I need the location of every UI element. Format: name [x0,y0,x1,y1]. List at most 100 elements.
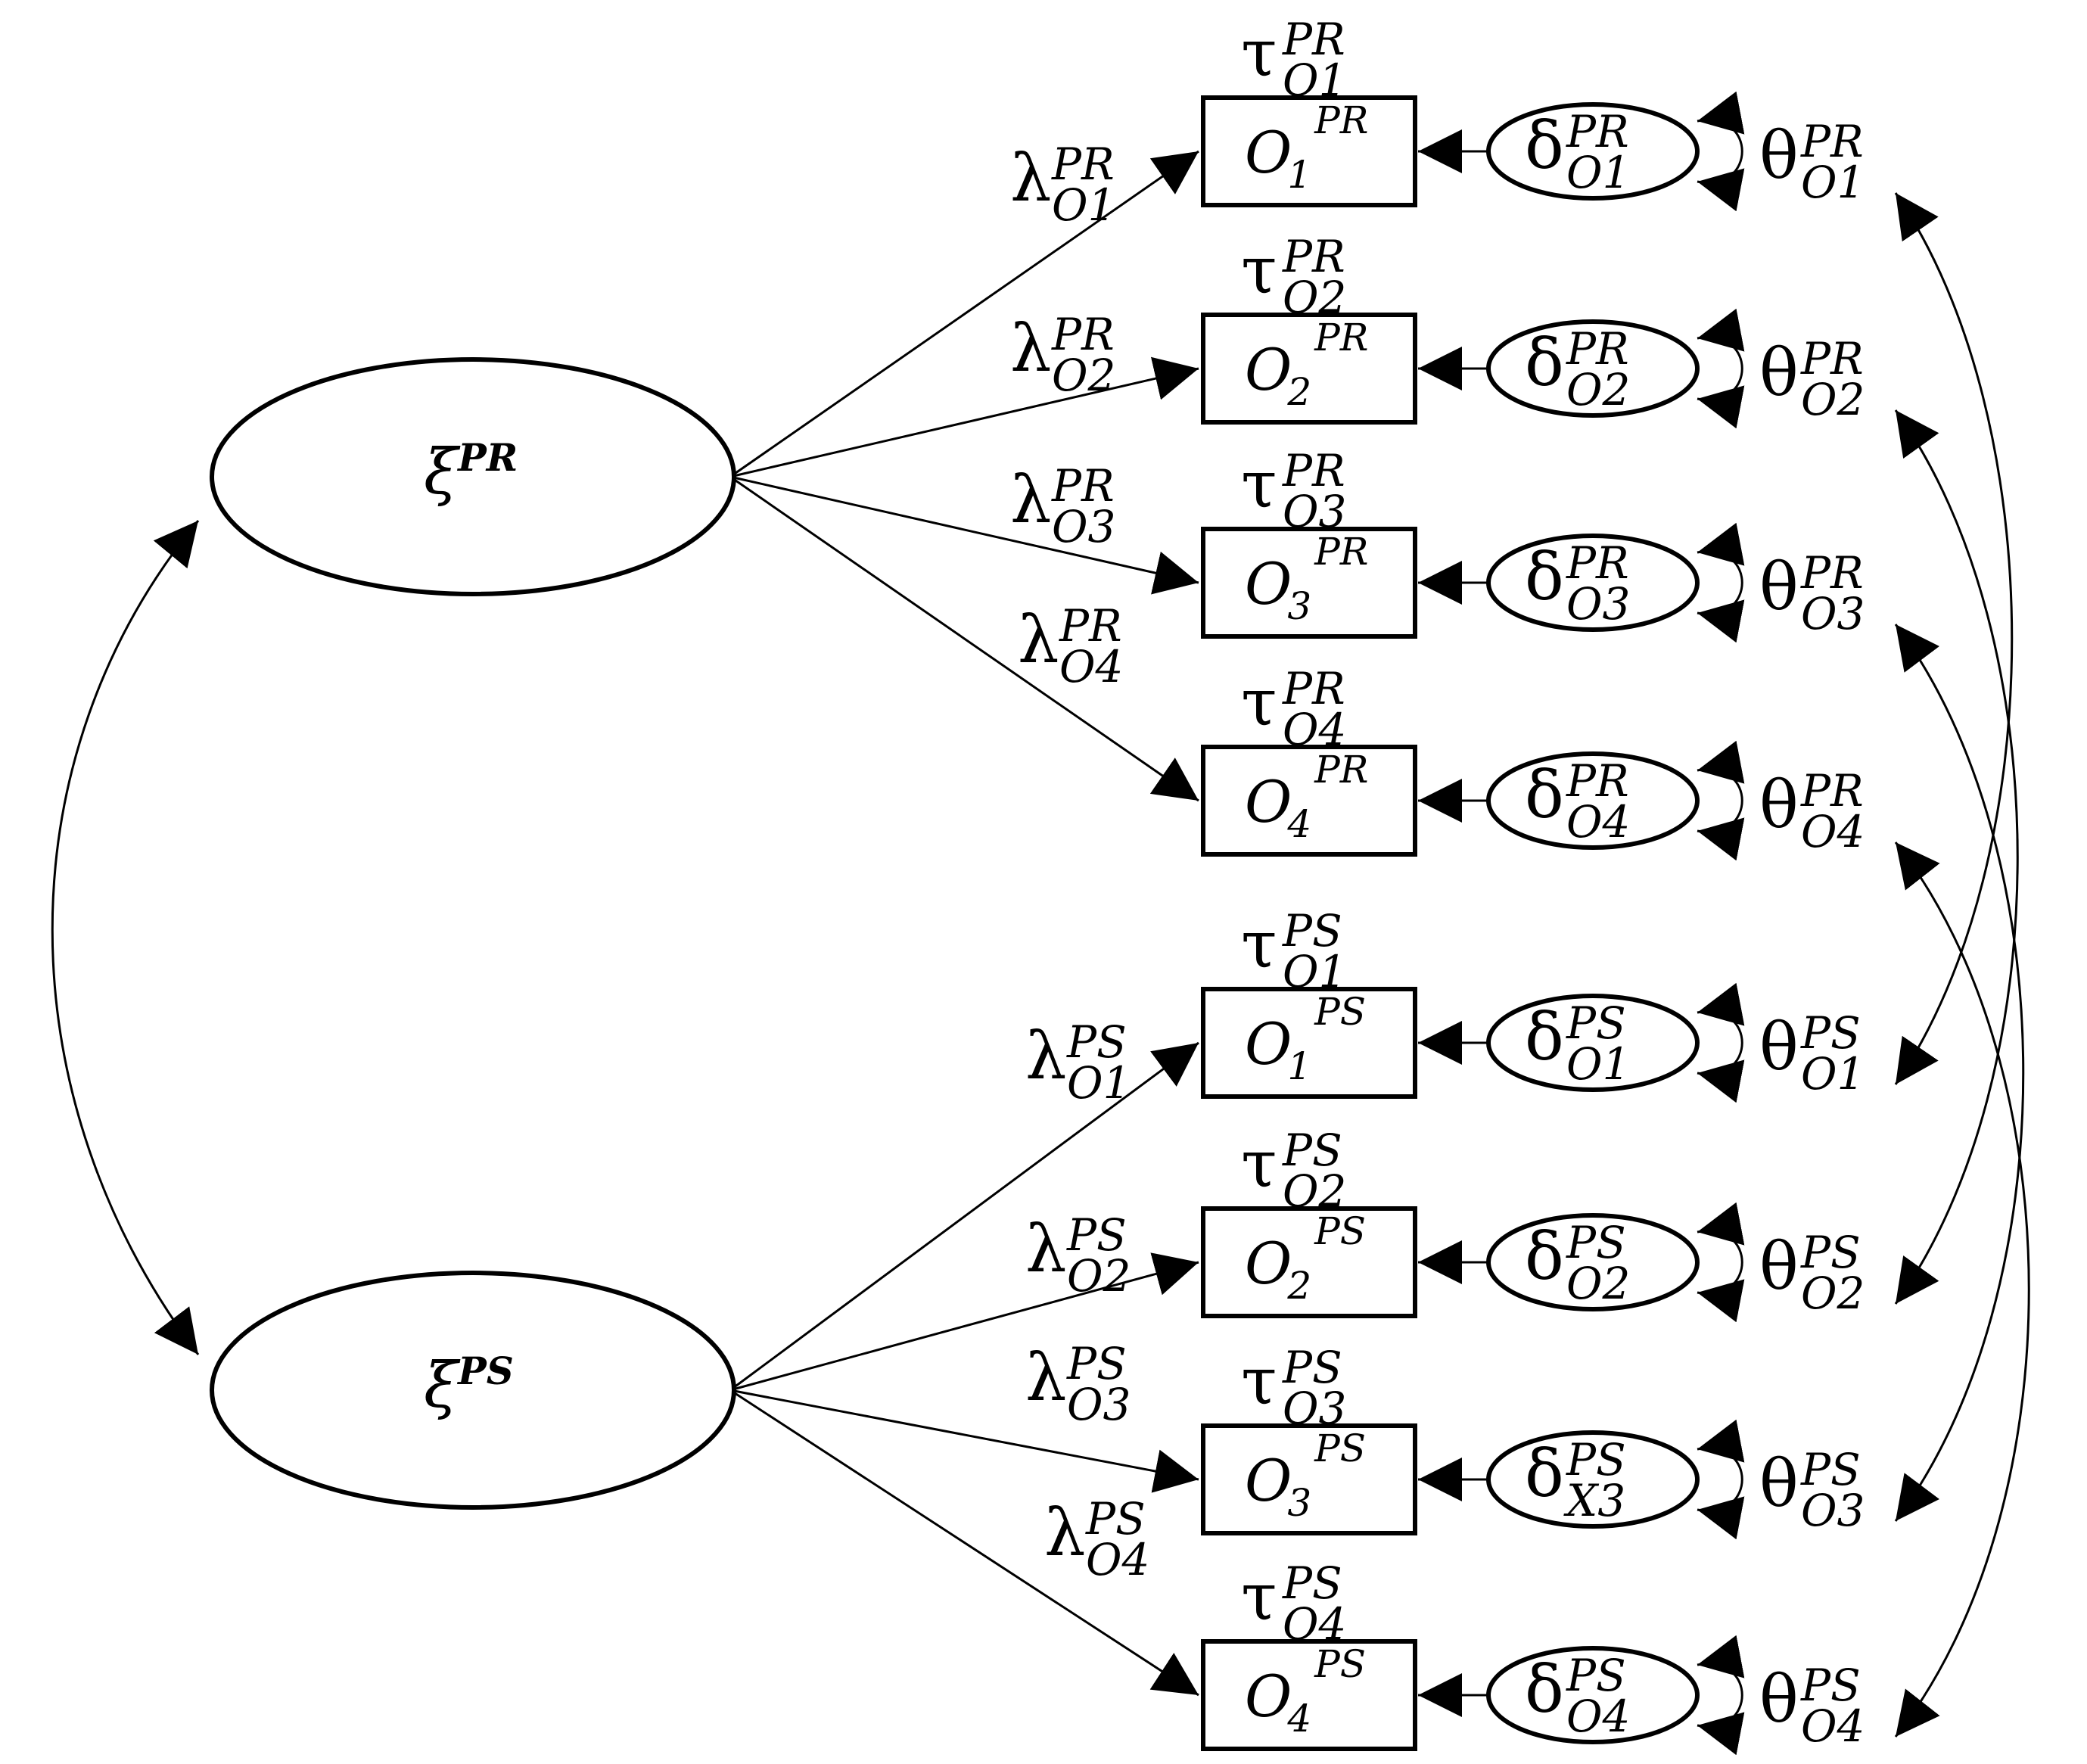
error-variance-theta-label-symbol: θ [1759,1662,1799,1738]
indicator-box [1201,527,1417,639]
error-variance-loop [1697,982,1745,1103]
error-delta-label-sub: X3 [1563,1475,1625,1526]
intercept-tau-label-sup: PR [1282,231,1345,282]
error-delta-label-sub: O2 [1566,1258,1630,1309]
intercept-tau-label-sup: PS [1282,905,1342,957]
latent-ps-label: ξPS [424,1349,514,1422]
loading-arrow [729,1389,1199,1493]
error-variance-loop [1697,1202,1745,1323]
intercept-tau-label-sup: PR [1282,663,1345,714]
latent-covariance-arrow [51,520,200,1355]
error-ellipse [1486,994,1700,1092]
error-delta-label-sup: PR [1566,106,1629,157]
error-variance-theta-label-sup: PR [1800,333,1864,384]
indicator-box [1201,1206,1417,1318]
error-ellipse [1486,1213,1700,1311]
loading-lambda-label-symbol: λ [1010,141,1052,216]
loading-arrow [729,1389,1199,1697]
error-delta-label-symbol: δ [1525,758,1564,833]
error-variance-loop [1697,91,1745,212]
error-delta-label-sup: PS [1566,997,1626,1049]
error-variance-theta-label-symbol: θ [1759,767,1799,843]
intercept-tau-label-sub: O4 [1283,704,1346,755]
loading-arrow [729,475,1199,802]
error-ellipse [1486,1646,1700,1744]
error-variance-theta-label-sup: PR [1800,116,1864,167]
loading-lambda-label-sub: O2 [1067,1250,1131,1302]
intercept-tau-label-symbol: τ [1241,447,1277,523]
loading-lambda-label-sup: PR [1059,600,1122,652]
intercept-tau-label-sup: PS [1282,1557,1342,1609]
error-variance-theta-label-sup: PS [1800,1007,1861,1059]
indicator-label: O4PS [1245,1642,1366,1741]
error-variance-theta-label-sup: PS [1800,1227,1861,1278]
error-variance-theta-label-symbol: θ [1759,1010,1799,1085]
error-delta-label-sub: O4 [1566,1691,1630,1742]
intercept-tau-label-symbol: τ [1241,16,1277,92]
indicator-label: O2PR [1245,316,1368,414]
intercept-tau-label-symbol: τ [1241,233,1277,309]
loading-lambda-label-symbol: λ [1044,1495,1086,1571]
loading-lambda-label-sub: O4 [1086,1534,1149,1585]
error-variance-loop [1697,308,1745,429]
shapes-layer [210,95,1700,1751]
loading-lambda-label-sub: O3 [1067,1379,1131,1430]
error-delta-label-symbol: δ [1525,1436,1564,1512]
error-variance-theta-label-sub: O4 [1801,806,1865,857]
intercept-tau-label-symbol: τ [1241,665,1277,741]
error-covariance-arrow [1894,409,2019,1305]
error-delta-label-sub: O1 [1566,1038,1630,1090]
intercept-tau-label-sub: O4 [1283,1598,1346,1650]
latent-pr-ellipse [210,357,736,596]
loading-lambda-label-sub: O1 [1067,1057,1131,1109]
error-variance-theta-label-sub: O1 [1801,157,1865,208]
loading-lambda-label-symbol: λ [1025,1340,1067,1416]
error-variance-theta-label-sub: O2 [1801,1268,1865,1319]
loading-lambda-label-sub: O3 [1052,501,1115,552]
error-variance-loop [1697,522,1745,643]
indicator-box [1201,313,1417,425]
error-delta-label-symbol: δ [1525,108,1564,184]
intercept-tau-label-sup: PR [1282,445,1345,496]
loading-lambda-label-sup: PR [1051,309,1115,360]
loading-lambda-label-symbol: λ [1010,462,1052,538]
error-variance-theta-label-symbol: θ [1759,1446,1799,1522]
intercept-tau-label-sup: PR [1282,14,1345,65]
error-ellipse [1486,751,1700,850]
error-delta-label-sup: PR [1566,755,1629,807]
error-delta-label-sub: O1 [1566,147,1630,198]
error-delta-label-symbol: δ [1525,540,1564,615]
indicator-label: O3PR [1245,530,1368,628]
error-variance-theta-label-sub: O1 [1801,1048,1865,1100]
error-delta-label-sup: PS [1566,1434,1626,1486]
intercept-tau-label-sub: O2 [1283,272,1346,323]
error-variance-loop [1697,740,1745,861]
